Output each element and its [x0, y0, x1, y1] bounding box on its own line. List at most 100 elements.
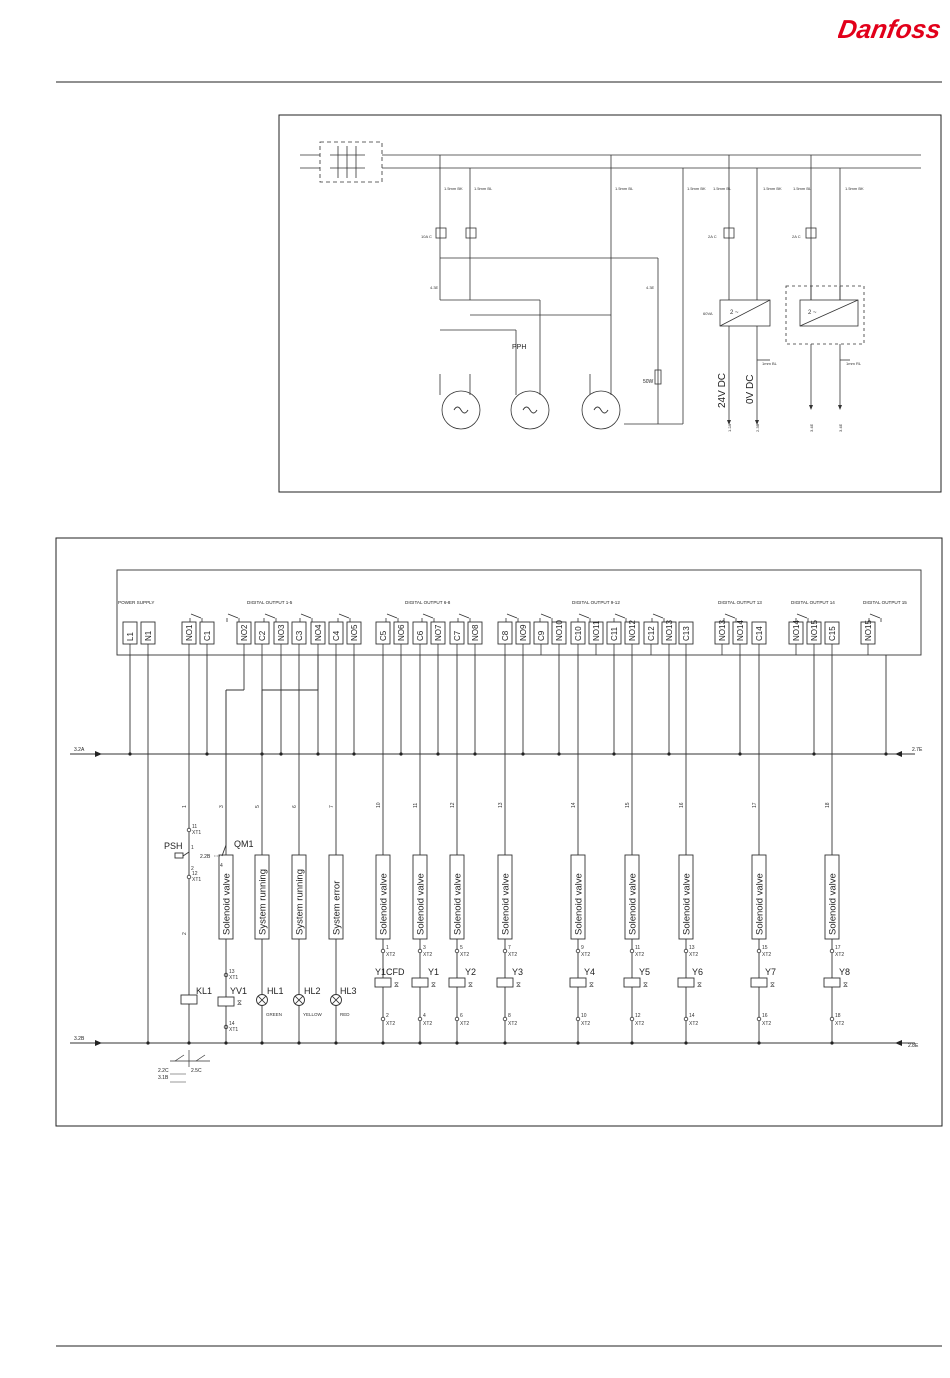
- junction-dot: [316, 752, 320, 756]
- xt2-terminal: [417, 948, 423, 954]
- breaker-rating-label: 2A C: [792, 234, 801, 239]
- xt2-terminal: [454, 1016, 460, 1022]
- wire-spec-label: 1.5mm BL: [793, 186, 812, 191]
- junction-dot: [684, 1041, 688, 1045]
- terminal-label: C6: [416, 630, 425, 641]
- terminal-label: NO1: [185, 624, 194, 641]
- component-name: HL1: [267, 986, 284, 996]
- psu-symbol-label: 2 ~: [808, 310, 817, 316]
- relay-contact: [264, 613, 276, 619]
- yv1-coil: [217, 996, 235, 1007]
- wire-spec-label: 1.5mm BK: [444, 186, 463, 191]
- component-name: HL3: [340, 986, 357, 996]
- junction-dot: [187, 1041, 191, 1045]
- xt2-label: XT2: [508, 1021, 517, 1027]
- xt2-terminal: [454, 948, 460, 954]
- junction-dot: [521, 752, 525, 756]
- relay-contact: [614, 613, 626, 619]
- label-box-text: Solenoid valve: [222, 873, 233, 935]
- wire-number: 17: [752, 802, 758, 808]
- valve-symbol: ⧖: [516, 982, 521, 989]
- junction-dot: [436, 752, 440, 756]
- terminal-label: C10: [574, 626, 583, 641]
- component-name: Y7: [765, 967, 776, 977]
- xt2-label: XT2: [835, 1021, 844, 1027]
- junction-dot: [399, 752, 403, 756]
- terminal-label: NO13: [665, 620, 674, 641]
- terminal-label: NO15: [864, 620, 873, 641]
- label-box-text: Solenoid valve: [574, 873, 585, 935]
- valve-symbol: ⧖: [589, 982, 594, 989]
- xt2-pin: 7: [508, 945, 511, 951]
- terminal-label: NO14: [792, 620, 801, 641]
- xt2-terminal: [575, 948, 581, 954]
- solenoid-coil: [677, 977, 695, 988]
- junction-dot: [205, 752, 209, 756]
- label-box-text: Solenoid valve: [628, 873, 639, 935]
- motor-1: [441, 390, 481, 430]
- terminal-label: C4: [332, 630, 341, 641]
- xt1-pin: 13: [229, 969, 235, 975]
- xt2-label: XT2: [689, 1021, 698, 1027]
- qm1-label: QM1: [234, 839, 254, 849]
- ref-label: 4.3E: [430, 285, 439, 290]
- wire-number: 7: [329, 805, 335, 808]
- terminal-label: NO9: [519, 624, 528, 641]
- kl1-coil: [180, 994, 198, 1005]
- controller-block-label: DIGITAL OUTPUT 1-5: [247, 600, 293, 605]
- xt2-label: XT2: [423, 952, 432, 958]
- xt2-pin: 18: [835, 1013, 841, 1019]
- psu-rating-label: 60VA: [703, 311, 713, 316]
- terminal-label: C14: [755, 626, 764, 641]
- ref-label: 4.3E: [646, 285, 655, 290]
- relay-contact: [540, 613, 552, 619]
- terminal-label: C5: [379, 630, 388, 641]
- solenoid-coil: [569, 977, 587, 988]
- xt1-terminal: [186, 827, 192, 833]
- xt2-pin: 17: [835, 945, 841, 951]
- xt2-terminal: [575, 1016, 581, 1022]
- label-box-text: System error: [332, 881, 343, 935]
- relay-contact: [227, 613, 239, 619]
- terminal-label: NO10: [555, 620, 564, 641]
- xt1-pin: 11: [192, 824, 197, 830]
- xt1-terminal: [186, 874, 192, 880]
- relay-contact: [458, 613, 470, 619]
- motor-2: [510, 390, 550, 430]
- xt2-terminal: [683, 948, 689, 954]
- relay-contact: [190, 613, 202, 619]
- wire-spec-label: 1.5mm BK: [845, 186, 864, 191]
- valve-symbol: ⧖: [468, 982, 473, 989]
- bottom-ref-2: 2.5C: [191, 1068, 202, 1074]
- main-switch-box: [319, 141, 383, 183]
- terminal-label: NO11: [592, 620, 601, 641]
- xt2-label: XT2: [423, 1021, 432, 1027]
- xt2-pin: 10: [581, 1013, 587, 1019]
- xt2-terminal: [417, 1016, 423, 1022]
- label-box-text: Solenoid valve: [416, 873, 427, 935]
- valve-symbol: ⧖: [770, 982, 775, 989]
- bus-bottom-right-arrow: [895, 1040, 902, 1046]
- controller-block-label: DIGITAL OUTPUT 14: [791, 600, 835, 605]
- dc-0v-label: 0V DC: [745, 375, 756, 404]
- solenoid-coil: [411, 977, 429, 988]
- wire-spec-label: 1.5mm BL: [474, 186, 493, 191]
- output-ref-label: 3.4E: [809, 423, 814, 432]
- power-diagram: [278, 114, 942, 493]
- controller-block-label: DIGITAL OUTPUT 13: [718, 600, 762, 605]
- wire-number: 14: [571, 802, 577, 808]
- psh-switch: [174, 852, 184, 859]
- wire-number: 18: [825, 802, 831, 808]
- xt2-terminal: [683, 1016, 689, 1022]
- xt2-terminal: [629, 1016, 635, 1022]
- xt2-terminal: [380, 1016, 386, 1022]
- component-name: Y2: [465, 967, 476, 977]
- xt2-terminal: [829, 948, 835, 954]
- label-box-text: Solenoid valve: [828, 873, 839, 935]
- terminal-label: N1: [144, 630, 153, 641]
- bus-bottom-right-ref: 2.8E: [908, 1043, 919, 1049]
- xt2-terminal: [756, 948, 762, 954]
- xt2-terminal: [829, 1016, 835, 1022]
